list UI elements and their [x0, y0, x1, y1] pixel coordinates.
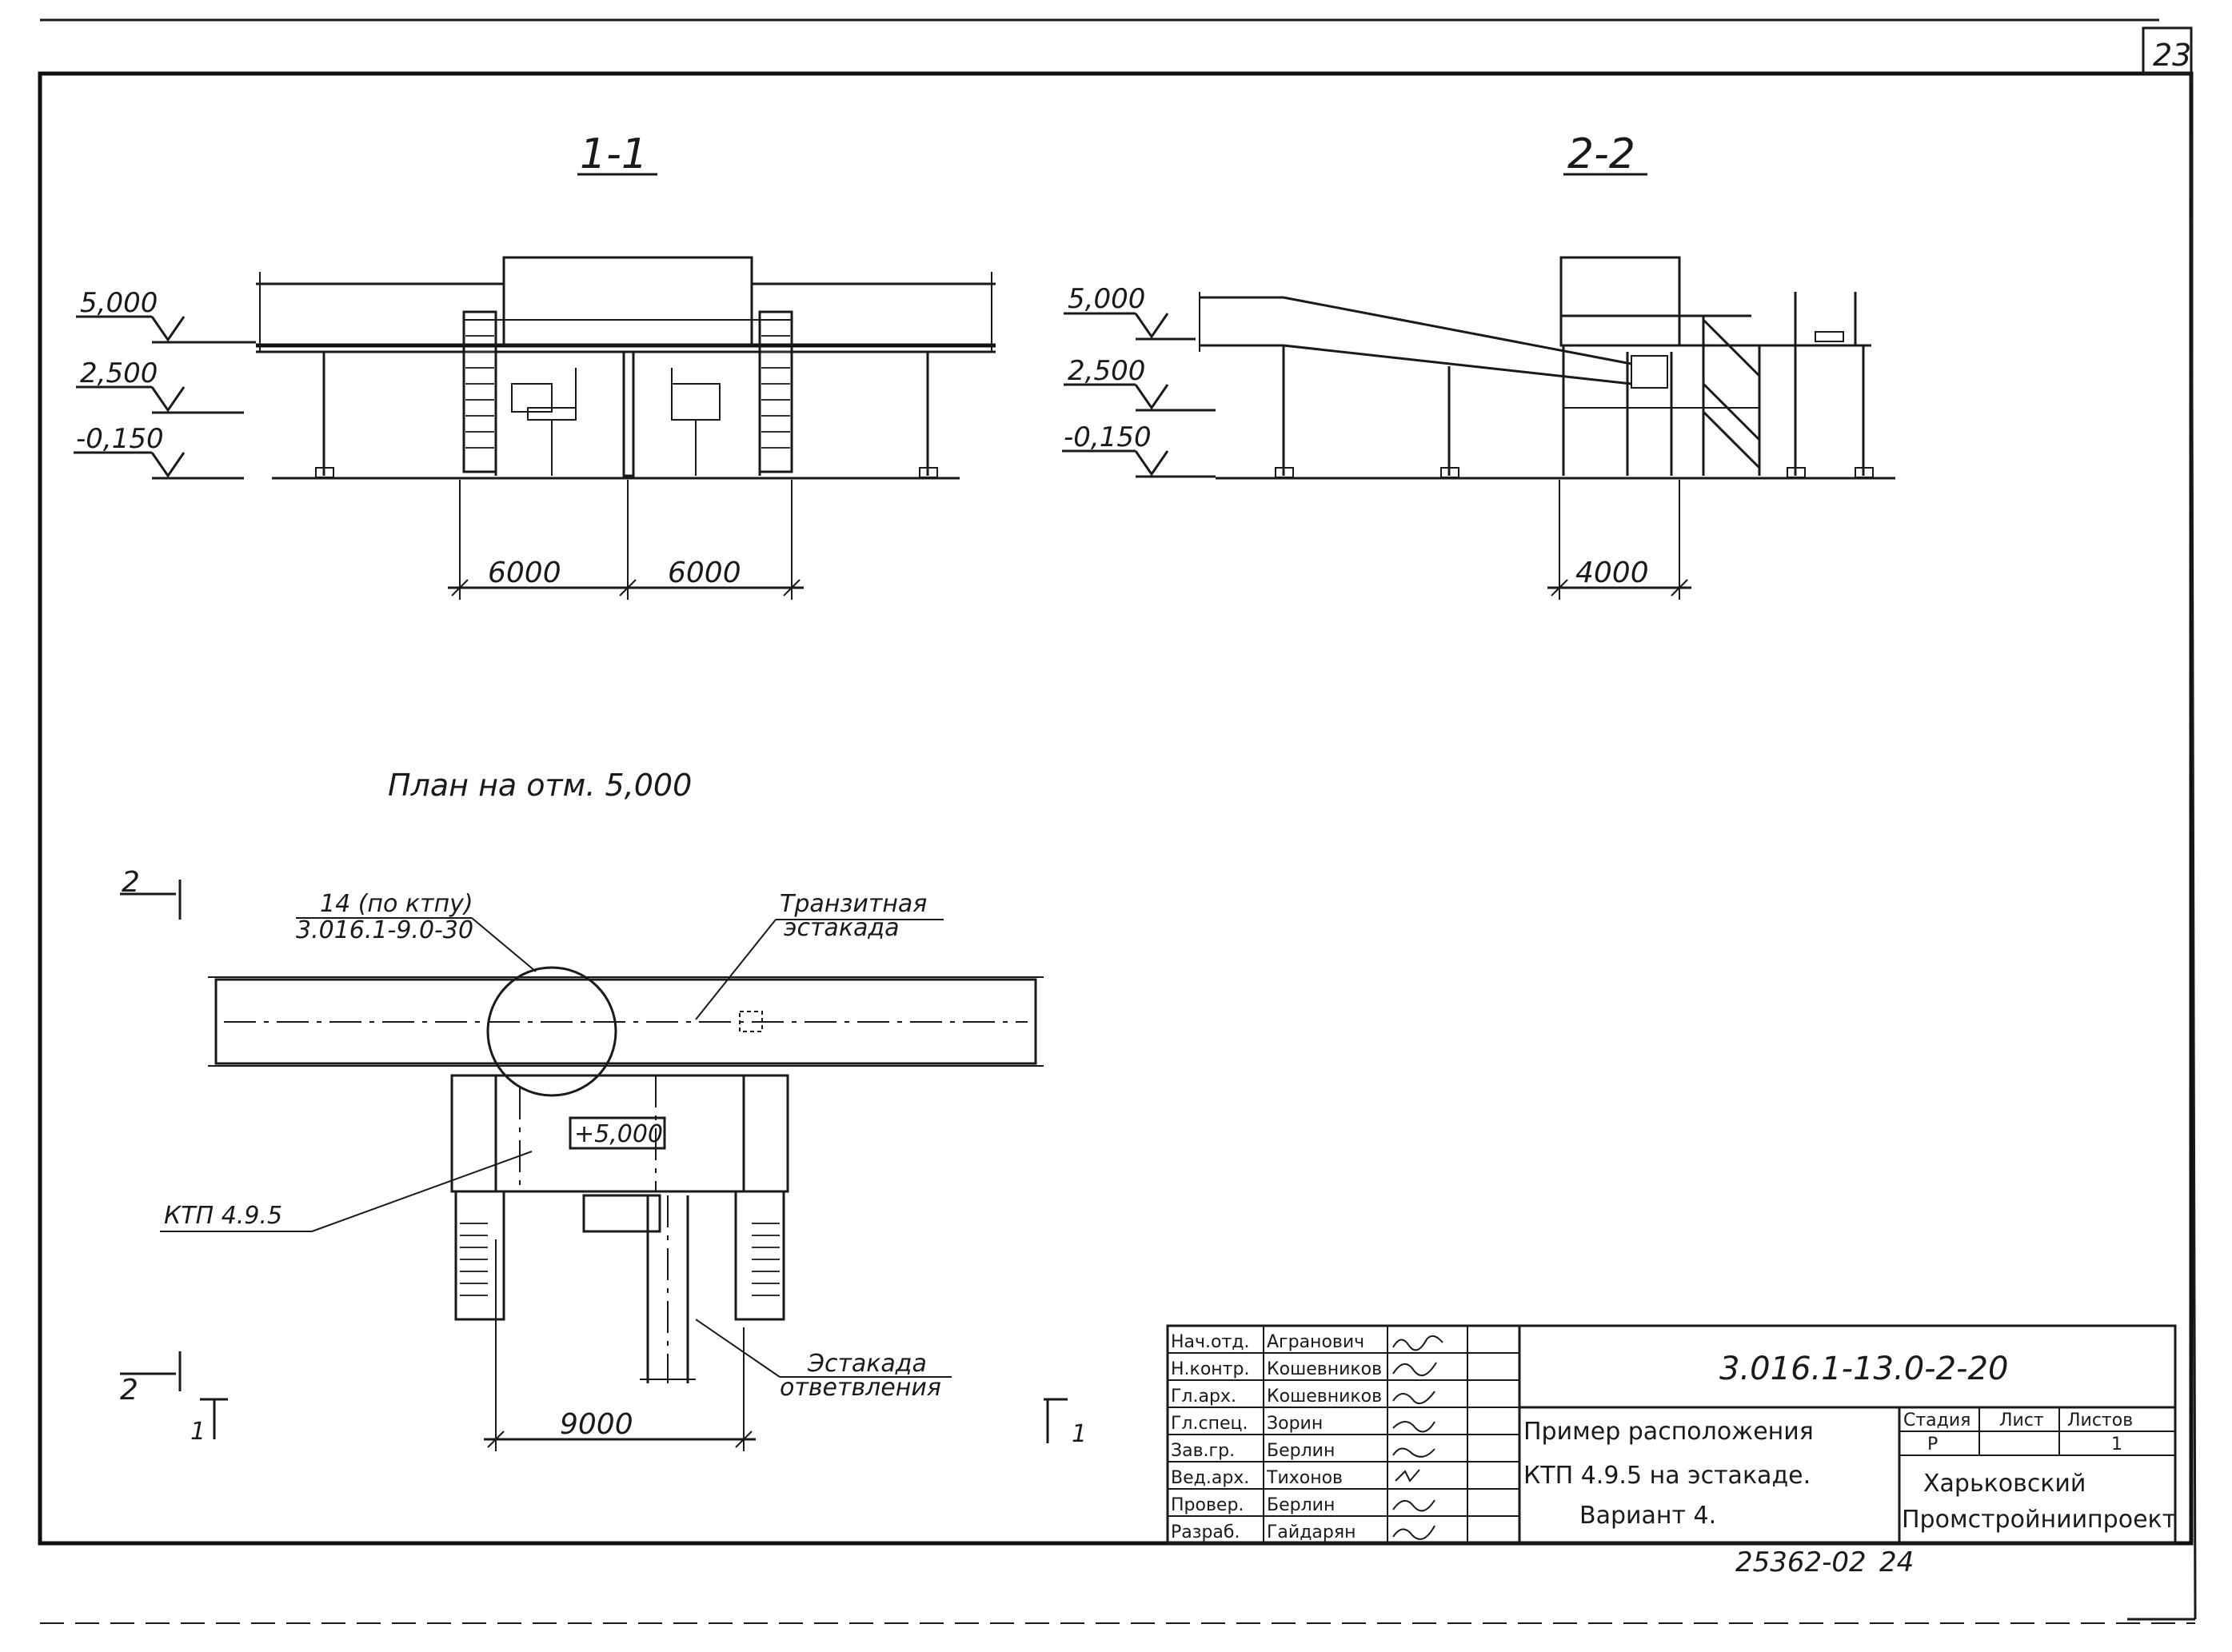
branch-label-1: Эстакада — [807, 1350, 927, 1378]
plan-view: План на отм. 5,000 — [120, 768, 1087, 1451]
dim-6000-b: 6000 — [668, 557, 741, 589]
tb-name-6: Берлин — [1267, 1495, 1335, 1515]
sheet-frame — [38, 18, 2197, 1624]
tb-role-5: Вед.арх. — [1171, 1468, 1249, 1488]
tb-code: 3.016.1-13.0-2-20 — [1719, 1351, 2008, 1387]
level-2500-1: 2,500 — [80, 357, 158, 389]
tb-name-0: Агранович — [1267, 1332, 1364, 1352]
level-minus150-2: -0,150 — [1064, 421, 1152, 453]
tb-name-2: Кошевников — [1267, 1387, 1382, 1407]
tb-name-5: Тихонов — [1266, 1468, 1343, 1488]
tb-role-7: Разраб. — [1171, 1522, 1240, 1542]
tb-desc-2: КТП 4.9.5 на эстакаде. — [1523, 1462, 1811, 1490]
tb-role-1: Н.контр. — [1171, 1359, 1249, 1379]
level-5000-1: 5,000 — [80, 287, 158, 319]
section-2-2-title: 2-2 — [1567, 130, 1635, 178]
level-box — [569, 1116, 666, 1150]
marker-2-bottom: 2 — [120, 1374, 138, 1407]
tb-role-6: Провер. — [1171, 1495, 1244, 1515]
transit-label-1: Транзитная — [780, 890, 927, 918]
tb-role-2: Гл.арх. — [1171, 1387, 1236, 1407]
tb-name-4: Берлин — [1267, 1441, 1335, 1461]
tb-col-stage: Стадия — [1903, 1411, 1970, 1431]
marker-2-top: 2 — [122, 866, 140, 899]
dim-4000: 4000 — [1575, 557, 1649, 589]
ktp-label: КТП 4.9.5 — [164, 1202, 282, 1230]
title-block: Нач.отд. Н.контр. Гл.арх. Гл.спец. Зав.г… — [1166, 1324, 2177, 1545]
level-box-label: +5,000 — [574, 1120, 663, 1148]
transit-label-2: эстакада — [784, 914, 899, 942]
marker-1-left: 1 — [190, 1418, 206, 1446]
doc-number: 25362-02 — [1735, 1546, 1867, 1578]
marker-1-right: 1 — [1072, 1420, 1087, 1448]
tb-sheets-val: 1 — [2111, 1435, 2122, 1454]
tb-name-7: Гайдарян — [1267, 1522, 1356, 1542]
doc-sheet: 24 — [1879, 1546, 1914, 1578]
section-1-1-title: 1-1 — [580, 130, 648, 178]
tb-org-2: Промстройниипроект — [1902, 1506, 2176, 1534]
branch-label-2: ответвления — [780, 1374, 941, 1402]
level-5000-2: 5,000 — [1068, 283, 1145, 315]
section-1-1: 1-1 5,000 2,500 -0,150 — [74, 130, 996, 600]
page-number: 23 — [2153, 38, 2191, 73]
tb-name-3: Зорин — [1267, 1414, 1323, 1434]
plan-title: План на отм. 5,000 — [388, 768, 692, 803]
tb-role-3: Гл.спец. — [1171, 1414, 1248, 1434]
tb-col-sheet: Лист — [1999, 1411, 2044, 1431]
tb-role-0: Нач.отд. — [1171, 1332, 1250, 1352]
dim-9000: 9000 — [560, 1408, 633, 1441]
dim-6000-a: 6000 — [488, 557, 561, 589]
tb-org-1: Харьковский — [1923, 1470, 2086, 1498]
node-label-2: 3.016.1-9.0-30 — [296, 916, 473, 944]
tb-desc-1: Пример расположения — [1523, 1418, 1814, 1446]
tb-name-1: Кошевников — [1267, 1359, 1382, 1379]
signatures — [1392, 1335, 1443, 1540]
node-label-1: 14 (по ктпу) — [320, 890, 473, 918]
tb-col-sheets: Листов — [2067, 1411, 2133, 1431]
tb-role-4: Зав.гр. — [1171, 1441, 1235, 1461]
level-minus150-1: -0,150 — [76, 423, 164, 455]
tb-desc-3: Вариант 4. — [1579, 1502, 1716, 1530]
level-2500-2: 2,500 — [1068, 355, 1145, 387]
tb-stage-val: Р — [1927, 1435, 1938, 1454]
section-2-2: 2-2 5,000 2,500 -0,150 — [1062, 130, 1895, 600]
